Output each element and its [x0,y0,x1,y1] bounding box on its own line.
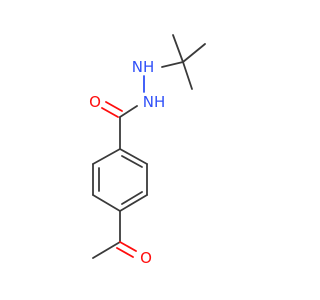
ring-bond-6 [92,148,121,165]
bond-tbu-methyl-right [182,43,206,63]
bond-nh-carbonyl [119,105,138,118]
bond-ketone-o-2 [116,247,134,258]
atom-amide-nh: NH [143,93,166,111]
bond-ketone-o-1 [119,241,137,252]
ring-double-bond-2 [121,191,143,205]
atom-amide-o: O [89,93,101,111]
bond-tbu-to-nh [161,61,184,68]
atom-amine-nh: NH [132,58,155,76]
ring-bond-4 [92,194,121,212]
ring-bond-1 [119,148,148,165]
ring-bond-3 [119,194,148,212]
bond-tbu-methyl-top [172,34,184,63]
bond-acetyl-methyl [92,241,121,259]
bond-tbu-methyl-bottom [182,61,193,90]
ring-double-bond-1 [121,155,143,168]
bond-carbonyl-o-2 [105,101,123,112]
molecule-structure: NH NH O O [89,34,206,267]
bond-carbonyl-o-1 [101,107,119,118]
atom-ketone-o: O [140,249,152,267]
